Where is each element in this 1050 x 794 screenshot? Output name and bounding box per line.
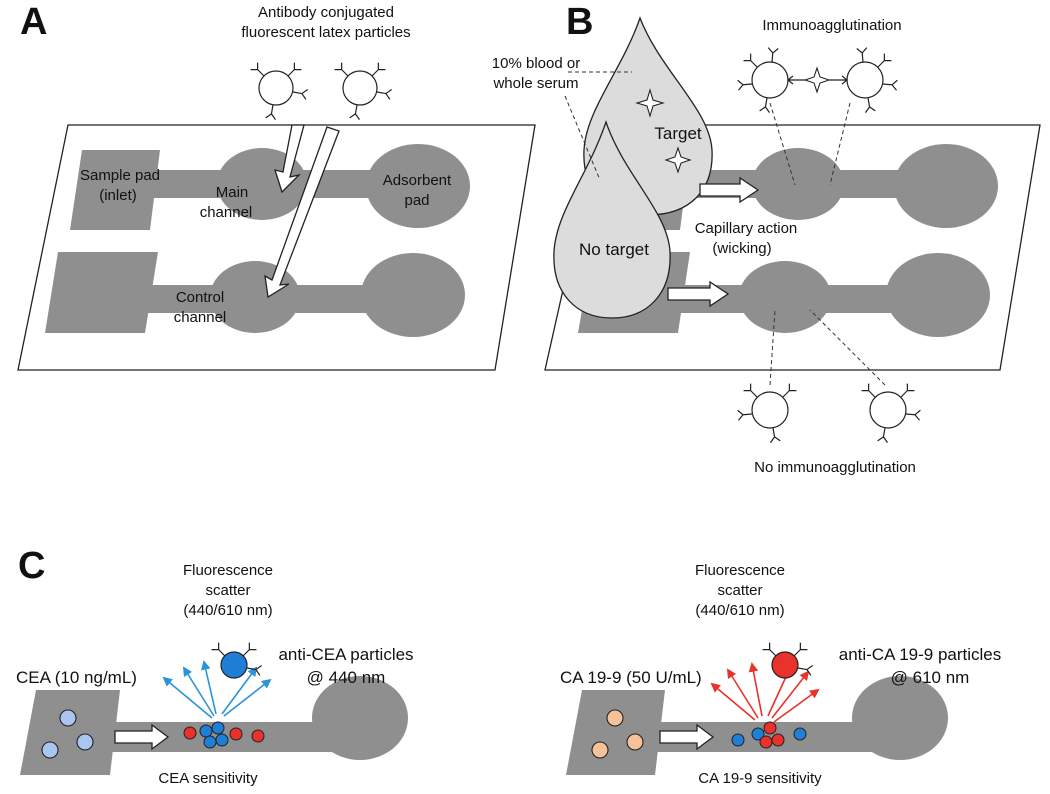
capillary-label: Capillary action [695, 220, 798, 237]
sample-leader-line [564, 71, 632, 181]
fluorescence-arrows [162, 660, 272, 719]
ca199-sample-label: CA 19-9 (50 U/mL) [560, 668, 702, 687]
adsorbent-pad-label: Adsorbent [383, 172, 452, 189]
antibody-bead-icon [249, 61, 309, 121]
adsorbent-pad [312, 676, 408, 760]
ca199-sample-bead [591, 709, 644, 759]
target-label: Target [654, 124, 702, 143]
cea-sample-label: CEA (10 ng/mL) [16, 668, 137, 687]
svg-text:channel: channel [200, 204, 253, 221]
cea-assay: Fluorescence scatter (440/610 nm) [16, 562, 414, 787]
antibody-bead-icon [333, 61, 393, 121]
svg-text:whole serum: whole serum [492, 75, 578, 92]
antibody-bead-icon [860, 382, 921, 444]
sample-pad-label: Sample pad [80, 167, 160, 184]
immunoagglutination-label: Immunoagglutination [762, 17, 901, 34]
scatter-label: Fluorescence [183, 562, 273, 579]
panel-b: B Target No target 10% blood or whole se… [492, 1, 1041, 476]
svg-text:@ 610 nm: @ 610 nm [891, 668, 970, 687]
flow-arrow [699, 176, 760, 204]
svg-text:(inlet): (inlet) [99, 187, 137, 204]
anti-ca199-label: anti-CA 19-9 particles [839, 645, 1002, 664]
svg-text:pad: pad [404, 192, 429, 209]
antibody-bead-icon [737, 47, 789, 114]
svg-text:channel: channel [174, 309, 227, 326]
panel-a: A Antibody conjugated fluorescent latex … [17, 1, 536, 371]
particle-cluster [183, 721, 265, 749]
svg-text:@ 440 nm: @ 440 nm [307, 668, 386, 687]
main-channel-label: Main [216, 184, 249, 201]
anti-cea-label: anti-CEA particles [278, 645, 413, 664]
cea-sample-bead [41, 709, 94, 759]
flow-arrow [114, 723, 170, 751]
panel-b-letter: B [566, 1, 593, 43]
no-target-label: No target [579, 240, 649, 259]
target-star-icon [787, 66, 848, 94]
sample-pad [566, 690, 665, 775]
particle-cluster [731, 721, 807, 749]
main-channel-strip [70, 144, 470, 230]
ca199-sensitivity-label: CA 19-9 sensitivity [698, 770, 822, 787]
flow-arrow [667, 280, 730, 308]
particles-label: Antibody conjugated fluorescent latex pa… [241, 4, 410, 41]
target-star-icon [635, 88, 692, 174]
svg-text:(wicking): (wicking) [712, 240, 771, 257]
ca199-assay: Fluorescence scatter (440/610 nm) [560, 562, 1001, 787]
antibody-bead-icon [737, 382, 798, 444]
panel-c-letter: C [18, 545, 45, 587]
scatter-label: Fluorescence [695, 562, 785, 579]
adsorbent-pad [852, 676, 948, 760]
fluorescence-arrows [710, 662, 820, 723]
svg-text:scatter: scatter [717, 582, 762, 599]
anti-ca199-particle-icon [761, 641, 814, 679]
panel-a-letter: A [20, 1, 47, 43]
control-channel-label: Control [176, 289, 224, 306]
particle-arrow [274, 124, 305, 194]
cea-sensitivity-label: CEA sensitivity [158, 770, 258, 787]
panel-c: C Fluorescence scatter (440/610 nm) [16, 545, 1001, 787]
svg-text:scatter: scatter [205, 582, 250, 599]
sample-type-label: 10% blood or [492, 55, 580, 72]
no-immunoagglutination-label: No immunoagglutination [754, 459, 916, 476]
anti-cea-particle-icon [210, 641, 263, 679]
svg-text:Antibody conjugated: Antibody conjugated [258, 4, 394, 21]
flow-arrow [659, 723, 715, 751]
control-channel-strip [45, 252, 465, 337]
agglutination-leader-line [769, 102, 851, 186]
sample-pad [20, 690, 120, 775]
svg-text:(440/610 nm): (440/610 nm) [695, 602, 784, 619]
antibody-bead-icon [846, 47, 898, 114]
no-target-drop [553, 119, 671, 319]
svg-text:(440/610 nm): (440/610 nm) [183, 602, 272, 619]
svg-text:fluorescent latex particles: fluorescent latex particles [241, 24, 410, 41]
no-agglutination-leader-line [769, 309, 886, 386]
particle-arrow [264, 126, 340, 299]
